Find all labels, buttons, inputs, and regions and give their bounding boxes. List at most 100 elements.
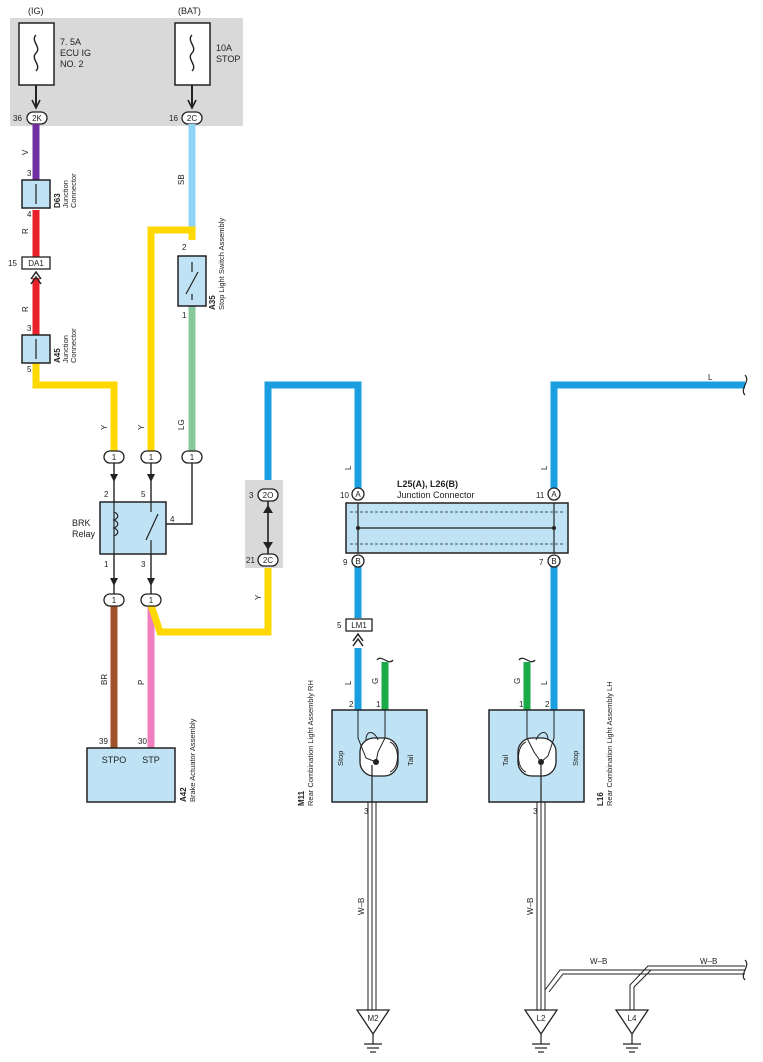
a42-id: A42: [179, 787, 188, 802]
connector-lm1-label: LM1: [351, 621, 367, 630]
wire-lg-label: LG: [177, 419, 186, 430]
wire-r2-label: R: [21, 306, 30, 312]
relay-switch-blade: [145, 513, 159, 541]
wire-yellow-switch: [147, 226, 196, 452]
l16-tail: Tail: [501, 754, 510, 766]
junction-node-left: [356, 526, 360, 530]
a35-id: A35: [208, 295, 217, 310]
junction-b-right: [547, 554, 561, 568]
wire-break-wb-icon: [742, 959, 748, 981]
relay-pin1: 1: [104, 560, 109, 569]
relay-pin4: 4: [170, 515, 175, 524]
relay-name1: BRK: [72, 518, 91, 528]
connector-2c-top-label: 2C: [187, 114, 197, 123]
lm1-chevron-icon: [352, 632, 364, 647]
wire-y2-label: Y: [137, 424, 146, 430]
wire-break-icon: [742, 374, 748, 396]
a45-pin-bottom: 5: [27, 365, 32, 374]
l16-rear-light-lh: [488, 709, 585, 803]
relay-top-connectors: [103, 450, 203, 464]
m11-stop: Stop: [336, 751, 345, 766]
a45-id: A45: [53, 348, 62, 363]
connector-2o-pin: 3: [249, 491, 254, 500]
wire-l4-label: L: [344, 680, 353, 685]
ground-l4: [614, 1009, 650, 1053]
relay-pin2: 2: [104, 490, 109, 499]
d63-pin-bottom: 4: [27, 210, 32, 219]
a42-pin30: 30: [138, 737, 147, 746]
a42-stp: STP: [142, 755, 160, 765]
junction-pin7: 7: [539, 558, 544, 567]
a35-pin-top: 2: [182, 243, 187, 252]
relay-name2: Relay: [72, 529, 96, 539]
junction-b-right-label: B: [551, 557, 556, 566]
wire-g2-label: G: [513, 678, 522, 684]
l16-pin3: 3: [533, 807, 538, 816]
relay-pin3: 3: [141, 560, 146, 569]
m11-pin3: 3: [364, 807, 369, 816]
wire-blue-loop: [264, 381, 362, 490]
connector-2k-label: 2K: [32, 114, 42, 123]
connector-2c-lower-pin: 21: [246, 556, 255, 565]
relay-bottom-arrows: [110, 578, 155, 586]
a42-pin39: 39: [99, 737, 108, 746]
connector-da1-label: DA1: [28, 259, 44, 268]
fuse2-arrow-icon: [187, 99, 197, 110]
ground-l2-label: L2: [537, 1014, 546, 1023]
junction-subtitle: Junction Connector: [397, 490, 475, 500]
relay-coil-icon: [112, 511, 119, 537]
ground-m2-label: M2: [367, 1014, 379, 1023]
da1-chevron-icon: [30, 270, 42, 285]
d63-name1: Junction: [61, 180, 70, 208]
relay-conn-1e: 1: [149, 596, 154, 605]
m11-rear-light-rh: [331, 709, 428, 803]
fuse-ecu-ig-box: [18, 22, 55, 86]
fuse1-name1: ECU IG: [60, 48, 91, 58]
wire-y1-label: Y: [100, 424, 109, 430]
m11-pin1: 1: [376, 700, 381, 709]
junction-node-right: [552, 526, 556, 530]
junction-b-left: [351, 554, 365, 568]
relay-pin5: 5: [141, 490, 146, 499]
wire-br-label: BR: [100, 674, 109, 685]
wire-l5-label: L: [540, 680, 549, 685]
relay-top-arrows: [110, 474, 155, 482]
l16-name: Rear Combination Light Assembly LH: [605, 681, 614, 806]
ground-m2: [355, 1009, 391, 1053]
wire-l3-label: L: [708, 373, 713, 382]
relay-top-leads: [113, 463, 193, 525]
connector-2c-top-pin: 16: [169, 114, 178, 123]
d63-id: D63: [53, 193, 62, 208]
d63-name2: Connector: [69, 173, 78, 208]
wire-wb2-label: W–B: [526, 898, 535, 915]
m11-tail: Tail: [406, 754, 415, 766]
relay-conn-1b: 1: [149, 453, 154, 462]
ground-l2: [523, 1009, 559, 1053]
fuse-stop-icon: [189, 34, 195, 72]
junction-pin9: 9: [343, 558, 348, 567]
bat-label: (BAT): [178, 6, 201, 16]
wire-l2-label: L: [540, 465, 549, 470]
m11-id: M11: [297, 790, 306, 806]
a35-name: Stop Light Switch Assembly: [217, 218, 226, 310]
a42-brake-actuator: [86, 747, 176, 803]
relay-conn-1a: 1: [112, 453, 117, 462]
wire-wb-junction: [544, 965, 745, 1010]
m11-pin2: 2: [349, 700, 354, 709]
connector-da1: [21, 256, 51, 270]
fuse2-rating: 10A: [216, 43, 232, 53]
fuse-ecu-ig-icon: [33, 34, 39, 72]
a35-pin-bottom: 1: [182, 311, 187, 320]
d63-pin-top: 3: [27, 169, 32, 178]
a45-name1: Junction: [61, 335, 70, 363]
fuse2-name: STOP: [216, 54, 240, 64]
connector-2o-label: 2O: [263, 491, 274, 500]
wire-blue-right: [550, 381, 745, 490]
fuse-stop-box: [174, 22, 211, 86]
wire-wb4-label: W–B: [700, 957, 717, 966]
relay-conn-1d: 1: [112, 596, 117, 605]
junction-a-left: [351, 487, 365, 501]
wire-p-label: P: [137, 680, 146, 685]
